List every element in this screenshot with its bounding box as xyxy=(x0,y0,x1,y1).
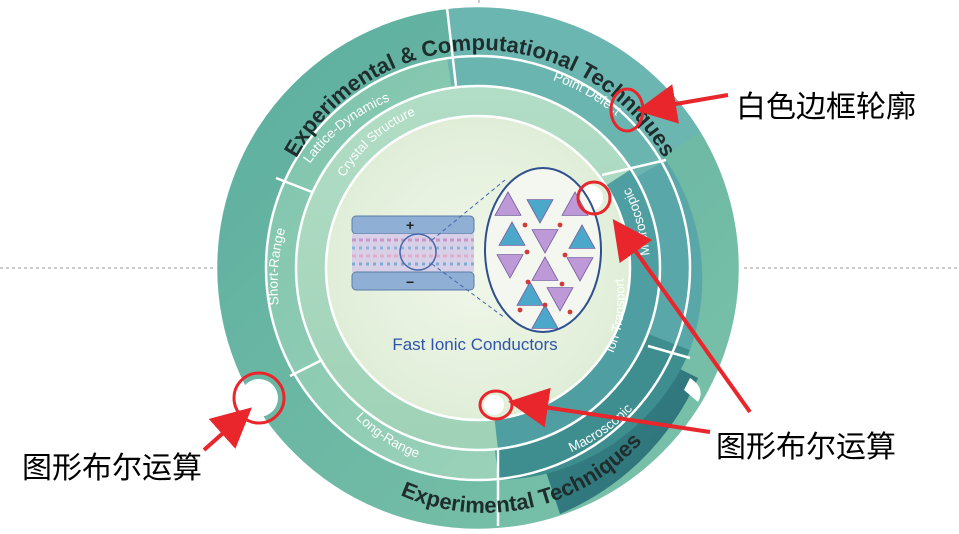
boolean-op-callout-right: 图形布尔运算 xyxy=(716,430,896,465)
boolean-notch-outer xyxy=(684,378,701,402)
crystal-polyhedron xyxy=(526,199,554,224)
arrow-white-border xyxy=(636,84,729,124)
crystal-polyhedron xyxy=(566,257,594,282)
crystal-polyhedron xyxy=(531,229,559,254)
crystal-polyhedron xyxy=(546,287,574,312)
arrow-left-notch xyxy=(202,407,252,452)
boolean-notch-bottom xyxy=(484,395,504,415)
ion-dot xyxy=(524,249,530,255)
ion-dot xyxy=(522,222,528,228)
ion-dot xyxy=(562,252,568,258)
battery-minus-label: − xyxy=(406,274,414,290)
white-border-callout: 白色边框轮廓 xyxy=(736,90,916,125)
ion-dot xyxy=(525,279,531,285)
crystal-polyhedron xyxy=(516,281,544,306)
arrow-bottom-notch xyxy=(508,387,711,434)
ion-dot xyxy=(542,302,548,308)
boolean-op-callout-left: 图形布尔运算 xyxy=(22,451,202,486)
crystal-polyhedron xyxy=(494,191,522,216)
highlight-circle-left-notch xyxy=(232,371,286,425)
segment-dividers xyxy=(275,7,691,526)
ion-dot xyxy=(557,222,563,228)
crystal-polyhedron xyxy=(496,254,524,279)
crystal-polyhedron xyxy=(498,221,526,246)
crystal-polyhedron xyxy=(531,304,559,329)
highlight-circle-right-notch xyxy=(576,180,612,216)
crystal-polyhedron xyxy=(568,224,596,249)
ion-dot xyxy=(567,309,573,315)
center-title: Fast Ionic Conductors xyxy=(392,335,558,354)
crystal-polyhedron xyxy=(531,256,559,281)
boolean-notch-left xyxy=(240,379,278,417)
ion-dot xyxy=(559,281,565,287)
battery-plus-label: + xyxy=(406,217,414,233)
arrow-right-notch xyxy=(612,218,752,414)
highlight-circles xyxy=(232,87,645,425)
crystal-structure-illustration xyxy=(484,167,602,333)
ion-dot xyxy=(517,307,523,313)
annotation-arrows xyxy=(202,84,752,452)
battery-illustration: + − xyxy=(351,179,506,319)
